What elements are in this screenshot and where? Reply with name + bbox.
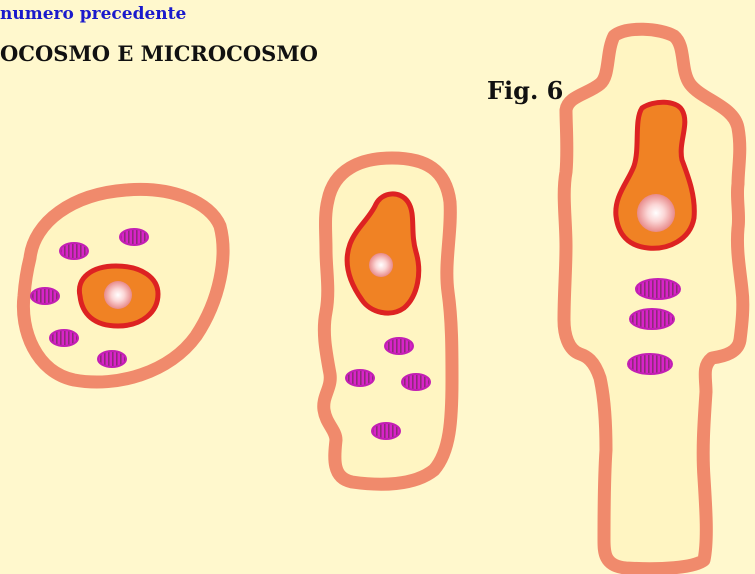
- organelle: [636, 279, 680, 299]
- organelle: [31, 288, 59, 304]
- human-shaped-cell: [564, 29, 743, 568]
- organelle: [385, 338, 413, 354]
- elongated-cell-nucleolus: [369, 253, 393, 277]
- organelle: [60, 243, 88, 259]
- human-shaped-cell-nucleolus: [637, 194, 675, 232]
- organelle: [630, 309, 674, 329]
- round-cell: [23, 189, 223, 382]
- organelle: [372, 423, 400, 439]
- organelle: [628, 354, 672, 374]
- organelle: [98, 351, 126, 367]
- organelle: [50, 330, 78, 346]
- elongated-cell: [324, 158, 452, 484]
- organelle: [402, 374, 430, 390]
- organelle: [120, 229, 148, 245]
- round-cell-nucleolus: [104, 281, 132, 309]
- organelle: [346, 370, 374, 386]
